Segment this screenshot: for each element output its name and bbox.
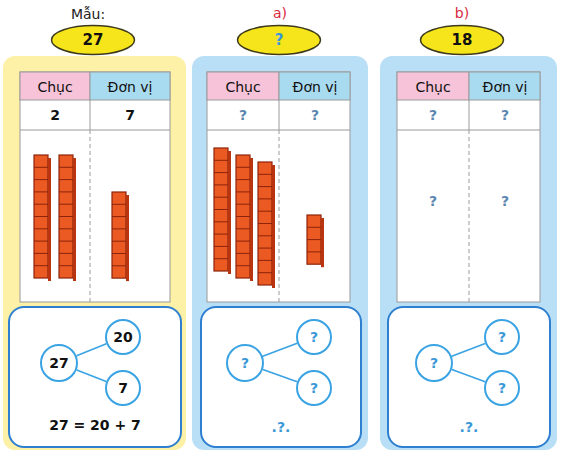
number-circle: 7	[105, 370, 141, 406]
number-circle: ?	[296, 319, 332, 355]
ten-rod	[236, 155, 253, 281]
table-lines	[20, 100, 540, 130]
number-text: ?	[236, 31, 322, 49]
number-circle: ?	[296, 370, 332, 406]
equation-text: .?.	[202, 418, 360, 436]
number-text: 7	[107, 379, 139, 397]
number-circle: ?	[226, 344, 264, 382]
number-text: 27	[50, 31, 136, 49]
table-cell: 7	[90, 106, 170, 124]
panel-b	[380, 56, 557, 450]
place-value-table	[207, 72, 350, 302]
sample-label: Mẫu:	[48, 5, 128, 23]
table-cell: Đơn vị	[275, 78, 355, 96]
equation-text: .?.	[389, 418, 549, 436]
number-ellipse: ?	[236, 24, 322, 56]
number-text: 20	[107, 328, 139, 346]
number-text: ?	[486, 328, 518, 346]
ten-rod	[59, 155, 76, 281]
dashed-divider	[90, 130, 469, 302]
table-cell: Đơn vị	[90, 78, 170, 96]
number-text: ?	[298, 379, 330, 397]
ten-rod	[34, 155, 51, 281]
number-circle: 27	[40, 344, 78, 382]
number-text: 27	[42, 354, 76, 372]
table-cell: ?	[275, 106, 355, 124]
table-cell: 2	[15, 106, 95, 124]
panel-a	[192, 56, 368, 450]
unit-cubes	[307, 215, 324, 267]
decomposition-box: .?.???	[387, 306, 551, 448]
table-cell: ?	[203, 106, 283, 124]
table-cell: Chục	[15, 78, 95, 96]
number-circle: ?	[484, 319, 520, 355]
table-cell: Chục	[393, 78, 473, 96]
number-circle: ?	[484, 370, 520, 406]
table-cell: Chục	[203, 78, 283, 96]
part-label: b)	[422, 4, 502, 22]
decomposition-box: 27 = 20 + 7 27 20 7	[8, 306, 182, 448]
placeholder-mark: ?	[393, 192, 473, 210]
number-text: ?	[486, 379, 518, 397]
place-value-table	[397, 72, 540, 302]
decomposition-box: .?.???	[200, 306, 362, 448]
base-ten-blocks	[34, 148, 324, 288]
ten-rod	[258, 162, 275, 288]
table-cell: ?	[465, 106, 545, 124]
number-circle: 20	[105, 319, 141, 355]
number-text: ?	[228, 354, 262, 372]
number-circle: ?	[415, 344, 453, 382]
table-cell: Đơn vị	[465, 78, 545, 96]
number-text: ?	[298, 328, 330, 346]
ten-rod	[214, 148, 231, 274]
header-cell	[90, 72, 170, 100]
number-ellipse: 27	[50, 24, 136, 56]
number-text: 18	[419, 31, 505, 49]
place-value-table	[20, 72, 170, 302]
placeholder-mark: ?	[465, 192, 545, 210]
number-text: ?	[417, 354, 451, 372]
part-label: a)	[240, 4, 320, 22]
equation-text: 27 = 20 + 7	[10, 416, 180, 434]
number-ellipse: 18	[419, 24, 505, 56]
sample-panel	[3, 56, 186, 450]
unit-cubes	[112, 192, 129, 281]
table-cell: ?	[393, 106, 473, 124]
